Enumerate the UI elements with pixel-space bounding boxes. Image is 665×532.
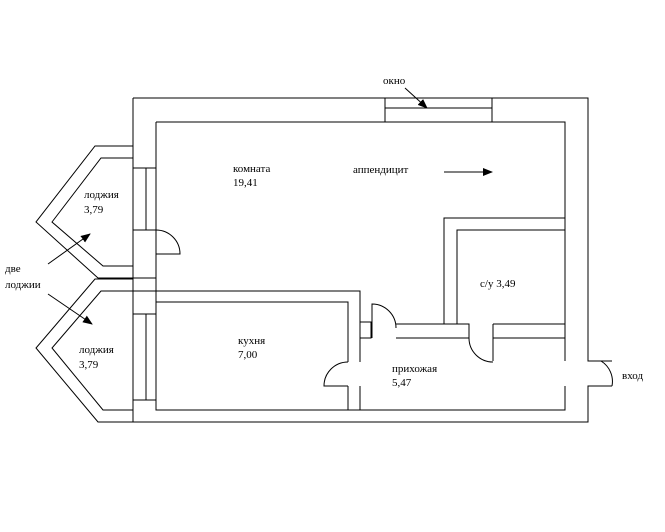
- hallway-name: прихожая: [392, 363, 437, 375]
- loggia-bottom-outline: [35, 278, 133, 423]
- entrance-label: вход: [622, 370, 643, 382]
- window-frame: [384, 97, 493, 123]
- loggia-door-swing: [155, 229, 181, 255]
- loggia-window-bottom: [132, 313, 157, 401]
- window-arrow: [404, 87, 428, 109]
- kitchen-area: 7,00: [238, 349, 258, 361]
- loggia-bottom-inner: [51, 290, 133, 411]
- appendix-label: аппендицит: [353, 164, 409, 176]
- hallway-area: 5,47: [392, 377, 412, 389]
- bathroom-wall-inner: [456, 229, 565, 324]
- bathroom-name: с/у 3,49: [480, 278, 516, 290]
- room-name: комната: [233, 163, 270, 175]
- loggia-top-outline: [35, 145, 133, 279]
- inner-wall: [156, 121, 566, 361]
- entrance-door-swing: [588, 360, 613, 387]
- loggia-arrow-bottom: [47, 293, 93, 325]
- loggia-window-top: [132, 167, 157, 231]
- loggia-top-area: 3,79: [84, 204, 104, 216]
- kitchen-wall-inner: [156, 301, 349, 362]
- loggia-bottom-area: 3,79: [79, 359, 99, 371]
- outer-wall-bottom: [132, 98, 612, 423]
- loggia-top-name: лоджия: [84, 189, 119, 201]
- room-area: 19,41: [233, 177, 258, 189]
- kitchen-door-swing: [323, 361, 349, 387]
- loggia-arrow-top: [47, 233, 91, 265]
- window-label: окно: [383, 75, 406, 87]
- kitchen-name: кухня: [238, 335, 265, 347]
- two-loggias-label-line1: две: [5, 263, 21, 275]
- bathroom-door-swing: [468, 337, 494, 363]
- loggia-top-inner: [51, 157, 133, 267]
- room-door-swing: [371, 303, 397, 338]
- bathroom-wall: [443, 217, 565, 324]
- two-loggias-label-line2: лоджии: [5, 279, 41, 291]
- loggia-bottom-name: лоджия: [79, 344, 114, 356]
